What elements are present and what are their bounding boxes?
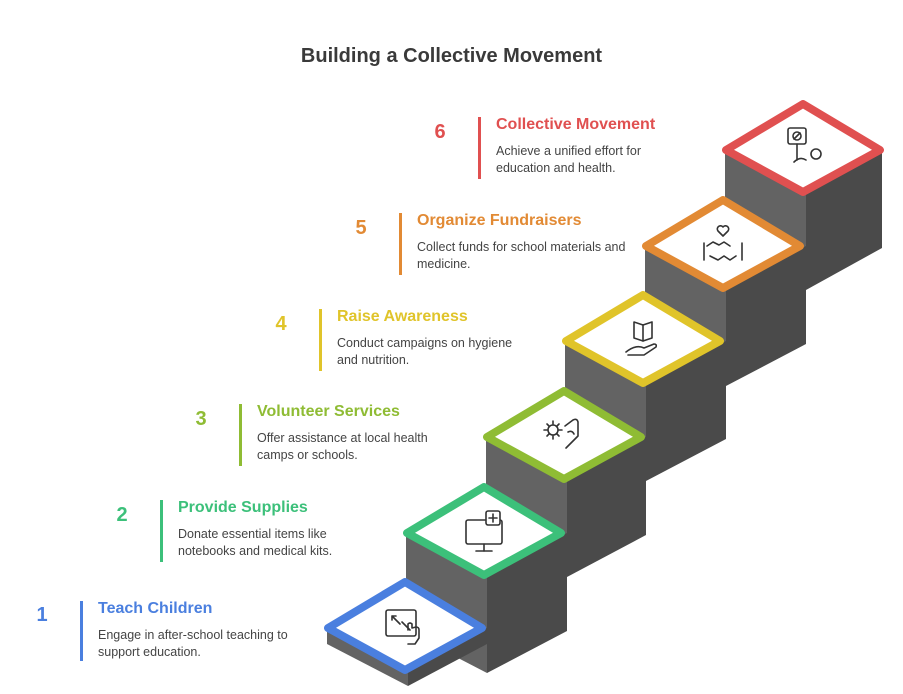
protest-sign-icon [787, 127, 822, 163]
step-heading: Organize Fundraisers [417, 212, 582, 229]
step-number: 1 [36, 604, 48, 626]
step-top-5 [642, 196, 804, 292]
step-number: 3 [195, 408, 207, 430]
step-number: 6 [434, 121, 446, 143]
step-description: Conduct campaigns on hygiene and nutriti… [337, 336, 513, 367]
medical-monitor-icon [465, 510, 503, 552]
step-heading: Raise Awareness [337, 308, 468, 325]
step-heading: Volunteer Services [257, 403, 400, 420]
step-text: Volunteer Services Offer assistance at l… [239, 403, 492, 466]
step-heading: Teach Children [98, 600, 213, 617]
page-title: Building a Collective Movement [300, 45, 603, 67]
step-heading: Collective Movement [496, 116, 656, 133]
resize-touch-icon [385, 609, 420, 645]
step-text: Teach Children Engage in after-school te… [80, 600, 333, 661]
step-description: Engage in after-school teaching to suppo… [98, 628, 288, 659]
step-top-3 [483, 387, 645, 483]
step-number: 5 [355, 217, 367, 239]
step-heading: Provide Supplies [178, 499, 308, 516]
step-description: Achieve a unified effort for education a… [496, 144, 641, 175]
book-hand-icon [625, 321, 658, 356]
step-text: Provide Supplies Donate essential items … [160, 499, 413, 562]
step-number: 4 [275, 313, 287, 335]
step-text: Raise Awareness Conduct campaigns on hyg… [319, 308, 572, 371]
step-description: Offer assistance at local health camps o… [257, 431, 428, 462]
heart-handshake-icon [703, 225, 743, 261]
step-top-6 [722, 100, 884, 196]
gear-hand-icon [543, 418, 579, 449]
step-top-2 [403, 483, 565, 579]
step-description: Collect funds for school materials and m… [417, 240, 626, 271]
step-number: 2 [116, 504, 128, 526]
step-text: Organize Fundraisers Collect funds for s… [399, 212, 652, 275]
step-description: Donate essential items like notebooks an… [178, 527, 333, 558]
step-text: Collective Movement Achieve a unified ef… [478, 116, 731, 179]
